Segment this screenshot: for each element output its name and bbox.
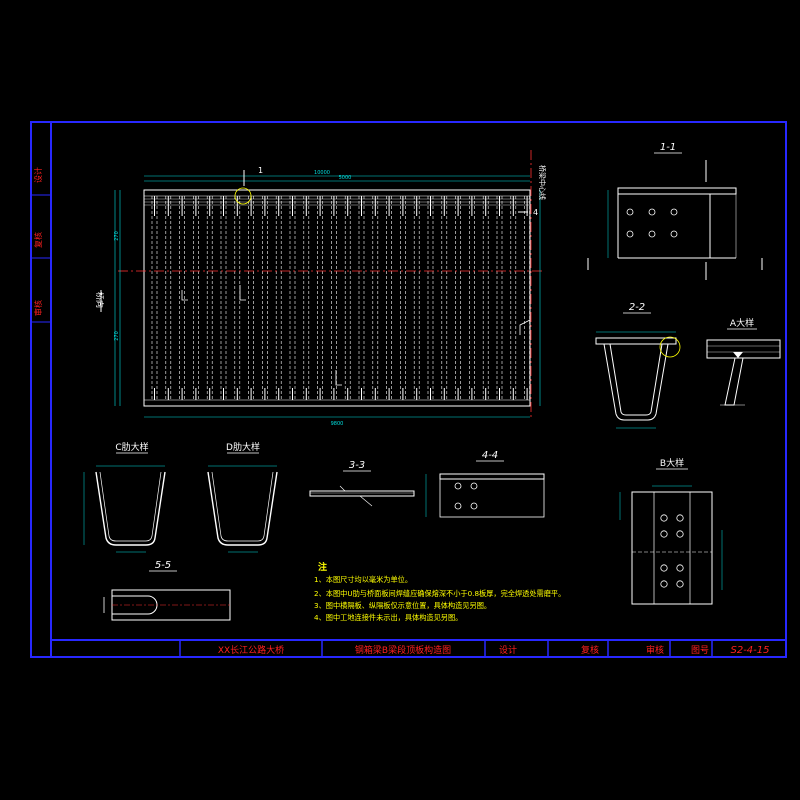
section-4-4-title: 4-4	[482, 450, 498, 461]
section-2-2-title: 2-2	[629, 302, 645, 313]
section-2-2: 2-2	[595, 302, 681, 429]
stamp-review: 审核	[33, 300, 43, 316]
detail-d-title: D肋大样	[226, 441, 260, 453]
bolt-group-b	[660, 514, 684, 588]
dim-left-2: 270	[114, 331, 120, 341]
inner-cut-mark	[335, 370, 342, 386]
title-check: 复核	[581, 644, 599, 656]
bridge-center-label: 桥梁中心线	[538, 165, 547, 200]
detail-a-title: A大样	[730, 317, 754, 329]
bolt-hole	[626, 208, 634, 216]
dim-top-main: 10000	[314, 170, 330, 176]
bolt-hole	[676, 530, 684, 538]
side-stamp: 设计 复核 审核	[31, 167, 51, 323]
notes-block: 注 1、本图尺寸均以毫米为单位。 2、本图中U肋与桥面板间焊缝应确保熔深不小于0…	[314, 561, 565, 622]
cut-1-label: 1	[258, 166, 263, 175]
title-no-value: S2-4-15	[730, 645, 769, 656]
bolt-hole	[676, 564, 684, 572]
stamp-check: 复核	[33, 232, 43, 248]
section-3-3-title: 3-3	[349, 460, 365, 471]
bolt-group-1-1	[626, 208, 678, 238]
plan-view: 10000 5000 9800 270 270 1 4 桥梁中心线 桥向	[95, 150, 547, 427]
title-review: 审核	[646, 644, 664, 656]
plan-dimensions	[114, 175, 541, 418]
section-4-4: 4-4	[425, 450, 545, 518]
drawing-frame	[30, 121, 787, 658]
bolt-hole	[626, 230, 634, 238]
detail-a: A大样	[706, 317, 781, 406]
inner-cut-mark	[239, 285, 246, 301]
bolt-hole	[676, 514, 684, 522]
bolt-hole	[660, 580, 668, 588]
section-5-5: 5-5	[103, 560, 231, 621]
title-block	[179, 640, 713, 657]
title-design: 设计	[499, 644, 517, 656]
bolt-hole	[648, 208, 656, 216]
notes-heading: 注	[318, 561, 327, 573]
bolt-hole	[670, 230, 678, 238]
detail-b: B大样	[619, 457, 723, 605]
cut-4-label: 4	[533, 208, 538, 217]
dim-left-1: 270	[114, 231, 120, 241]
bolt-hole	[470, 482, 478, 490]
direction-label: 桥向	[95, 292, 105, 308]
inner-cut-mark	[519, 319, 531, 335]
bolt-hole	[648, 230, 656, 238]
note-item-3: 3、图中横隔板、纵隔板仅示意位置，具体构造见另图。	[314, 601, 491, 610]
bolt-hole	[660, 514, 668, 522]
detail-c-title: C肋大样	[115, 441, 148, 453]
bolt-hole	[454, 502, 462, 510]
bolt-hole	[660, 564, 668, 572]
inner-cut-mark	[181, 290, 188, 301]
bolt-hole	[454, 482, 462, 490]
bolt-group-4-4	[454, 482, 478, 510]
section-5-5-title: 5-5	[155, 560, 171, 571]
detail-a-marker	[234, 187, 252, 205]
note-item-4: 4、图中工地连接件未示出，具体构造见另图。	[314, 613, 462, 622]
title-drawing: 钢箱梁B梁段顶板构造图	[355, 644, 451, 656]
title-project: XX长江公路大桥	[218, 644, 284, 656]
u-rib-lines	[144, 196, 530, 400]
bolt-hole	[660, 530, 668, 538]
bolt-hole	[470, 502, 478, 510]
bolt-hole	[670, 208, 678, 216]
detail-c: C肋大样	[83, 441, 166, 553]
dim-top-half: 5000	[339, 175, 352, 181]
section-3-3: 3-3	[309, 460, 415, 507]
note-item-2: 2、本图中U肋与桥面板间焊缝应确保熔深不小于0.8板厚，完全焊透处需磨平。	[314, 589, 565, 598]
stamp-design: 设计	[33, 167, 43, 183]
detail-d: D肋大样	[207, 441, 278, 553]
detail-b-title: B大样	[660, 457, 684, 469]
title-no-label: 图号	[691, 645, 709, 656]
section-1-1-title: 1-1	[660, 142, 676, 153]
dim-bottom: 9800	[331, 421, 344, 427]
section-1-1: 1-1	[587, 142, 763, 280]
note-item-1: 1、本图尺寸均以毫米为单位。	[314, 575, 412, 584]
bolt-hole	[676, 580, 684, 588]
plan-outline	[143, 189, 531, 407]
